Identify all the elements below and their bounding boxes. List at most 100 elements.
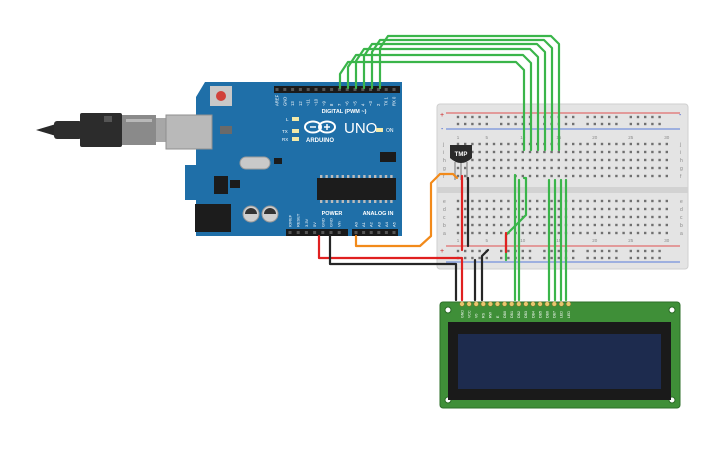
breadboard-hole xyxy=(586,223,589,227)
breadboard-hole xyxy=(644,256,647,260)
analog-pin-socket xyxy=(377,231,381,234)
lcd-pin-label: DB4 xyxy=(531,311,535,318)
analog-pin-socket xyxy=(392,231,396,234)
breadboard-hole xyxy=(644,231,647,235)
breadboard-hole xyxy=(636,150,640,154)
breadboard-hole xyxy=(507,115,510,119)
column-number-bottom: 15 xyxy=(556,238,562,243)
breadboard-hole xyxy=(593,166,596,170)
breadboard-hole xyxy=(557,150,560,154)
breadboard-hole xyxy=(636,122,640,126)
breadboard-hole xyxy=(622,207,625,211)
breadboard-hole xyxy=(636,231,640,235)
breadboard-hole xyxy=(507,166,510,170)
breadboard-hole xyxy=(586,174,589,178)
breadboard-hole xyxy=(550,249,553,253)
column-number-bottom: 20 xyxy=(592,238,598,243)
power-pin-socket xyxy=(337,231,341,234)
breadboard-hole xyxy=(456,207,460,211)
breadboard-hole xyxy=(615,115,618,119)
digital-pin-socket xyxy=(298,88,302,91)
digital-pin-label: 4 xyxy=(360,103,365,106)
power-jack xyxy=(195,204,231,232)
breadboard-hole xyxy=(485,150,488,154)
breadboard-hole xyxy=(658,199,661,203)
breadboard-hole xyxy=(658,207,661,211)
breadboard-hole xyxy=(543,199,546,203)
breadboard-hole xyxy=(579,150,582,154)
chip-pin xyxy=(325,200,328,203)
breadboard-hole xyxy=(536,158,539,162)
breadboard-hole xyxy=(492,199,496,203)
breadboard-hole xyxy=(629,174,632,178)
chip-pin xyxy=(384,175,388,178)
breadboard-hole xyxy=(658,142,661,146)
digital-pin-label: TX 1 xyxy=(384,96,389,106)
breadboard-hole xyxy=(471,256,474,260)
breadboard-hole xyxy=(550,207,553,211)
column-number-top: 30 xyxy=(664,135,670,140)
led-on-label: ON xyxy=(386,128,394,134)
breadboard-hole xyxy=(629,223,632,227)
lcd-pin-label: DB1 xyxy=(510,311,514,318)
breadboard-hole xyxy=(629,207,632,211)
breadboard-holes[interactable] xyxy=(456,115,668,260)
breadboard-hole xyxy=(521,249,524,253)
power-header xyxy=(286,229,348,236)
power-pin-label: 3.3V xyxy=(304,218,309,227)
breadboard-hole xyxy=(651,174,654,178)
breadboard-hole xyxy=(536,223,539,227)
lcd-pin-label: DB6 xyxy=(546,311,550,318)
row-letter-right: a xyxy=(680,231,683,237)
digital-pin-label: 12 xyxy=(298,101,303,106)
digital-pin-label: 13 xyxy=(290,101,295,106)
breadboard-hole xyxy=(629,150,632,154)
breadboard-hole xyxy=(485,223,488,227)
breadboard-hole xyxy=(514,142,517,146)
breadboard-hole xyxy=(564,142,568,146)
breadboard-hole xyxy=(644,158,647,162)
digital-pin-socket xyxy=(376,88,380,91)
breadboard-hole xyxy=(543,158,546,162)
breadboard-hole xyxy=(651,223,654,227)
breadboard-hole xyxy=(485,122,488,126)
breadboard-hole xyxy=(586,115,589,119)
breadboard-hole xyxy=(651,249,654,253)
breadboard-hole xyxy=(629,215,632,219)
rail-minus-mark: - xyxy=(441,126,444,133)
column-number-top: 25 xyxy=(628,135,634,140)
lcd-pin-label: RS xyxy=(482,312,486,318)
breadboard-hole xyxy=(456,142,460,146)
breadboard-hole xyxy=(521,174,524,178)
breadboard-hole xyxy=(471,215,474,219)
breadboard-hole xyxy=(636,215,640,219)
breadboard-hole xyxy=(543,150,546,154)
breadboard-hole xyxy=(579,142,582,146)
chip-pin xyxy=(336,200,339,203)
breadboard-hole xyxy=(536,207,539,211)
column-number-bottom: 10 xyxy=(520,238,526,243)
breadboard-hole xyxy=(665,174,668,178)
breadboard-hole xyxy=(550,231,553,235)
breadboard-hole xyxy=(665,150,668,154)
breadboard-hole xyxy=(593,115,596,119)
lcd-pin xyxy=(509,301,515,307)
breadboard-hole xyxy=(593,174,596,178)
breadboard-hole xyxy=(500,142,503,146)
breadboard-hole xyxy=(586,199,589,203)
breadboard-hole xyxy=(507,174,510,178)
power-pin-socket xyxy=(304,231,308,234)
breadboard-hole xyxy=(644,115,647,119)
breadboard-hole xyxy=(550,150,553,154)
lcd-pin xyxy=(551,301,557,307)
breadboard-hole xyxy=(629,256,632,260)
breadboard-hole xyxy=(572,249,575,253)
arduino-logo xyxy=(304,120,336,134)
breadboard-hole xyxy=(615,215,618,219)
lcd-pin-label: E xyxy=(496,315,500,318)
chip-pin xyxy=(347,175,350,178)
breadboard-hole xyxy=(579,223,582,227)
breadboard-hole xyxy=(572,115,575,119)
digital-pin-socket xyxy=(291,88,295,91)
